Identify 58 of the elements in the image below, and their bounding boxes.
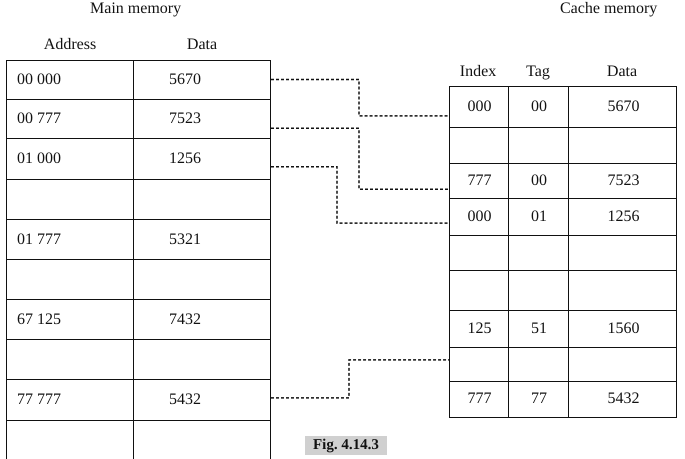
tag-value: 00 [531, 97, 547, 118]
index-value: 777 [468, 171, 492, 192]
table-heading: Cache memory [560, 0, 658, 18]
column-header: Data [606, 63, 638, 81]
dashed-connector [271, 78, 449, 117]
data-value: 1560 [608, 319, 640, 340]
column-header: Tag [526, 63, 550, 81]
figure-caption: Fig. 4.14.3 [305, 436, 387, 455]
data-value: 5321 [169, 230, 201, 250]
memory-row [6, 99, 271, 140]
address-value: 77 777 [17, 390, 61, 410]
empty-memory-row [6, 259, 271, 300]
memory-row [6, 219, 271, 260]
tag-value: 00 [531, 171, 547, 192]
memory-row [449, 310, 677, 348]
column-header: Data [186, 36, 218, 54]
empty-memory-row [449, 270, 677, 312]
empty-memory-row [449, 235, 677, 272]
data-value: 5432 [608, 389, 640, 410]
memory-row [6, 138, 271, 180]
data-value: 5670 [169, 70, 201, 90]
memory-row [449, 198, 677, 236]
dashed-connector [271, 166, 449, 224]
memory-row [6, 60, 271, 100]
memory-row [449, 163, 677, 200]
address-value: 67 125 [17, 310, 61, 330]
address-value: 00 777 [17, 109, 61, 130]
index-value: 000 [468, 97, 492, 118]
index-value: 000 [468, 207, 492, 228]
address-value: 01 000 [17, 149, 61, 170]
dashed-connector [271, 359, 449, 399]
index-value: 125 [468, 319, 492, 340]
memory-row [6, 299, 271, 340]
empty-memory-row [449, 347, 677, 382]
data-value: 5670 [608, 97, 640, 118]
data-value: 1256 [169, 149, 201, 170]
memory-row [449, 381, 677, 418]
dashed-connector [271, 128, 449, 190]
empty-memory-row [6, 420, 271, 459]
memory-row [6, 379, 271, 422]
tag-value: 77 [531, 389, 547, 410]
memory-row [449, 86, 677, 128]
data-value: 1256 [608, 207, 640, 228]
column-header: Address [44, 36, 96, 54]
tag-value: 01 [531, 207, 547, 228]
empty-memory-row [6, 339, 271, 380]
data-value: 7432 [169, 310, 201, 330]
data-value: 7523 [608, 171, 640, 192]
empty-memory-row [6, 179, 271, 220]
data-value: 7523 [169, 109, 201, 130]
data-value: 5432 [169, 390, 201, 410]
tag-value: 51 [531, 319, 547, 340]
address-value: 00 000 [17, 70, 61, 90]
table-heading: Main memory [90, 0, 182, 18]
address-value: 01 777 [17, 230, 61, 250]
index-value: 777 [468, 389, 492, 410]
column-header: Index [460, 63, 496, 81]
empty-memory-row [449, 127, 677, 164]
